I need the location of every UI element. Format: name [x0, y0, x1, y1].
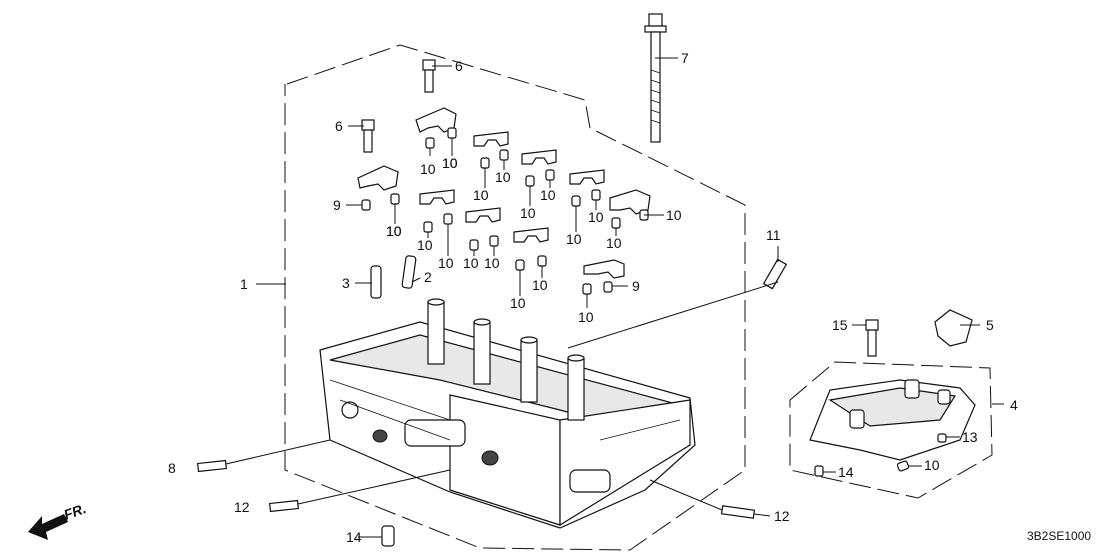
assembly-boundary-main [284, 44, 746, 551]
callout-4: 4 [1010, 397, 1018, 413]
valve-guides [370, 255, 417, 299]
callout-8: 8 [168, 460, 176, 476]
callout-6-lower: 6 [335, 118, 343, 134]
callout-11: 10 [924, 457, 940, 473]
leader-lines [225, 57, 1004, 538]
callout-12-upper: 11 [766, 227, 781, 243]
callout-14-upper: 13 [962, 429, 978, 445]
callout-10: 10 [520, 205, 536, 221]
callout-10: 10 [540, 187, 556, 203]
head-bolt [644, 13, 667, 143]
callout-7: 7 [681, 50, 689, 66]
front-direction-arrow-icon: FR. [28, 500, 88, 540]
callout-16: 15 [832, 317, 848, 333]
callout-10: 10 [442, 155, 458, 171]
assembly-boundary-sub [789, 361, 993, 499]
diagram-code: 3B2SE1000 [1027, 529, 1091, 543]
callout-10: 10 [666, 207, 682, 223]
callout-10: 10 [386, 223, 402, 239]
bolt-16 [865, 319, 879, 357]
small-parts-sub [814, 433, 947, 477]
studs [196, 258, 788, 519]
cylinder-head [319, 298, 696, 529]
callout-13: 12 [774, 508, 790, 524]
cap-bolt-lower [361, 119, 375, 153]
callout-10: 10 [473, 187, 489, 203]
callout-14-lower: 14 [838, 464, 854, 480]
callout-12-lower: 12 [234, 499, 250, 515]
callout-10: 10 [510, 295, 526, 311]
callout-10: 10 [420, 161, 436, 177]
callout-10: 10 [417, 237, 433, 253]
callout-2: 2 [424, 269, 432, 285]
callout-10: 10 [484, 255, 500, 271]
callout-10: 10 [578, 309, 594, 325]
callout-10: 10 [386, 223, 402, 239]
front-direction-label: FR. [62, 500, 89, 523]
cap-bolt-upper [422, 59, 436, 93]
camshaft-holders [357, 107, 651, 279]
callout-9-left: 9 [333, 197, 341, 213]
callout-3: 3 [342, 275, 350, 291]
callout-1: 1 [240, 276, 248, 292]
callout-9-right: 9 [632, 278, 640, 294]
rocker-housing [809, 379, 976, 461]
filter [934, 309, 973, 347]
callout-10: 10 [463, 255, 479, 271]
callout-10: 10 [588, 209, 604, 225]
callout-10: 10 [495, 169, 511, 185]
collar [381, 525, 395, 547]
callout-15: 14 [346, 529, 362, 545]
callout-6-upper: 6 [455, 58, 463, 74]
callout-10: 10 [606, 235, 622, 251]
callout-labels: 1 2 3 4 5 6 6 7 8 9 9 10 10 10 10 10 10 … [168, 50, 1018, 545]
callout-10: 10 [566, 231, 582, 247]
callout-10: 10 [438, 255, 454, 271]
callout-10: 10 [532, 277, 548, 293]
callout-10: 10 [442, 155, 458, 171]
callout-5: 5 [986, 317, 994, 333]
